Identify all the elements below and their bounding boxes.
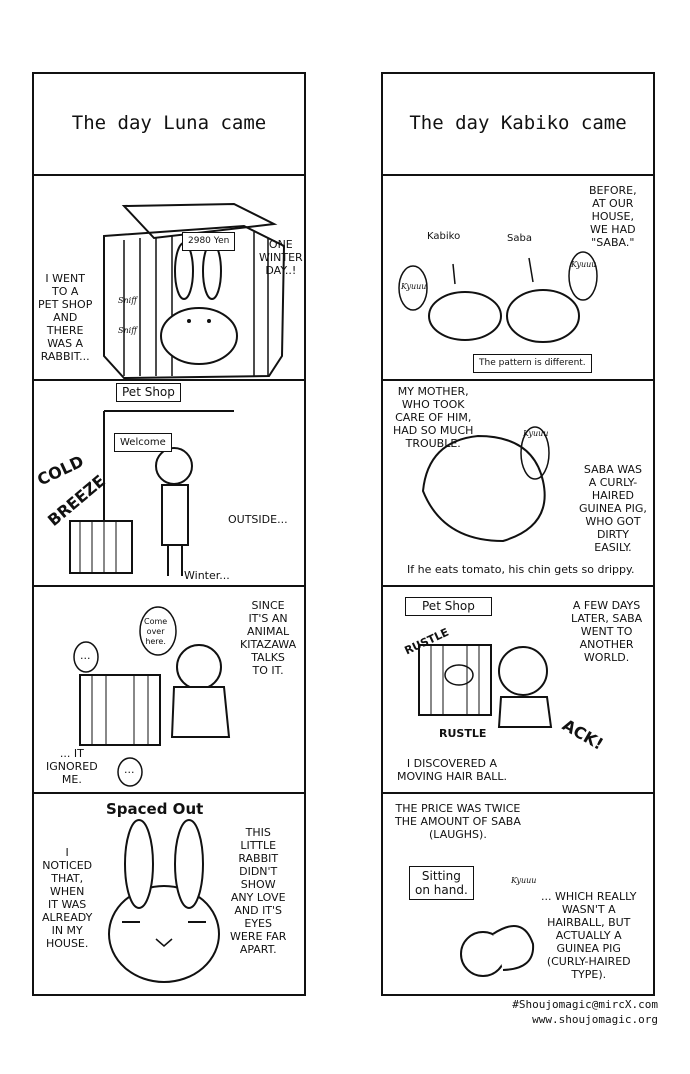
scanlation-website: www.shoujomagic.org — [532, 1013, 658, 1026]
right-panel-3: Pet Shop A FEW DAYS LATER, SABA WENT TO … — [383, 587, 653, 794]
left-comic-strip: The day Luna came 2980 Yen ONE WINTER DA… — [32, 72, 306, 996]
left-title: The day Luna came — [71, 112, 267, 134]
narration: I NOTICED THAT, WHEN IT WAS ALREADY IN M… — [42, 846, 93, 950]
narration: I DISCOVERED A MOVING HAIR BALL. — [397, 757, 507, 783]
sound-effect: Sniff — [118, 326, 137, 335]
sound-effect: Kyuuu — [401, 282, 427, 291]
speech-bubble: ... — [80, 649, 91, 662]
hair-ball-cage-drawing — [418, 644, 553, 728]
pet-shop-sign: Pet Shop — [405, 597, 492, 616]
narration: ... IT IGNORED ME. — [46, 747, 98, 786]
caption-box: The pattern is different. — [473, 354, 592, 373]
sound-effect: Kyuuu — [571, 260, 597, 269]
narration: SINCE IT'S AN ANIMAL KITAZAWA TALKS TO I… — [240, 599, 297, 677]
sound-effect: Kyuuu — [523, 429, 549, 438]
curly-guinea-pig-drawing — [421, 426, 550, 543]
welcome-sign: Welcome — [114, 433, 172, 452]
left-panel-4: Spaced Out I NOTICED THAT, WHEN IT WAS A… — [34, 794, 304, 994]
sound-effect: Kyuuu — [511, 876, 537, 885]
narration: THE PRICE WAS TWICE THE AMOUNT OF SABA (… — [395, 802, 521, 841]
right-panel-1: BEFORE, AT OUR HOUSE, WE HAD "SABA." Kab… — [383, 176, 653, 381]
pet-shop-door-drawing — [69, 410, 234, 576]
right-title-panel: The day Kabiko came — [383, 74, 653, 176]
scanlation-credit: #Shoujomagic@mircX.com — [512, 998, 658, 1011]
narration: OUTSIDE... — [228, 513, 288, 526]
narration: MY MOTHER, WHO TOOK CARE OF HIM, HAD SO … — [393, 385, 474, 450]
caption-box: Sitting on hand. — [409, 866, 474, 900]
sound-effect: RUSTLE — [439, 727, 487, 740]
right-title: The day Kabiko came — [409, 112, 627, 134]
character-label: Kabiko — [427, 231, 461, 242]
right-comic-strip: The day Kabiko came BEFORE, AT OUR HOUSE… — [381, 72, 655, 996]
speech-bubble: ... — [124, 763, 135, 776]
left-panel-1: 2980 Yen ONE WINTER DAY..! I WENT TO A P… — [34, 176, 304, 381]
narration: SABA WAS A CURLY- HAIRED GUINEA PIG, WHO… — [579, 463, 647, 554]
guinea-pigs-drawing — [398, 251, 598, 343]
guinea-pig-on-hand-drawing — [460, 925, 535, 977]
price-tag: 2980 Yen — [182, 232, 236, 251]
pet-shop-sign: Pet Shop — [116, 383, 181, 402]
left-title-panel: The day Luna came — [34, 74, 304, 176]
narration: A FEW DAYS LATER, SABA WENT TO ANOTHER W… — [571, 599, 643, 664]
kitazawa-cage-drawing — [73, 606, 231, 787]
right-panel-2: MY MOTHER, WHO TOOK CARE OF HIM, HAD SO … — [383, 381, 653, 587]
narration: THIS LITTLE RABBIT DIDN'T SHOW ANY LOVE … — [230, 826, 287, 956]
right-panel-4: THE PRICE WAS TWICE THE AMOUNT OF SABA (… — [383, 794, 653, 994]
narration: Winter... — [184, 569, 230, 582]
spaced-out-rabbit-drawing — [108, 819, 220, 983]
panel-heading: Spaced Out — [106, 800, 204, 818]
speech-bubble: Come over here. — [144, 617, 168, 646]
caption: If he eats tomato, his chin gets so drip… — [407, 563, 635, 576]
narration: ONE WINTER DAY..! — [259, 238, 303, 277]
sound-effect: Sniff — [118, 296, 137, 305]
left-panel-2: Pet Shop Welcome COLD BREEZE OUTSIDE... … — [34, 381, 304, 587]
character-label: Saba — [507, 233, 532, 244]
narration: ... WHICH REALLY WASN'T A HAIRBALL, BUT … — [541, 890, 637, 981]
left-panel-3: Come over here. ... ... SINCE IT'S AN AN… — [34, 587, 304, 794]
narration: BEFORE, AT OUR HOUSE, WE HAD "SABA." — [589, 184, 637, 249]
narration: I WENT TO A PET SHOP AND THERE WAS A RAB… — [38, 272, 93, 363]
